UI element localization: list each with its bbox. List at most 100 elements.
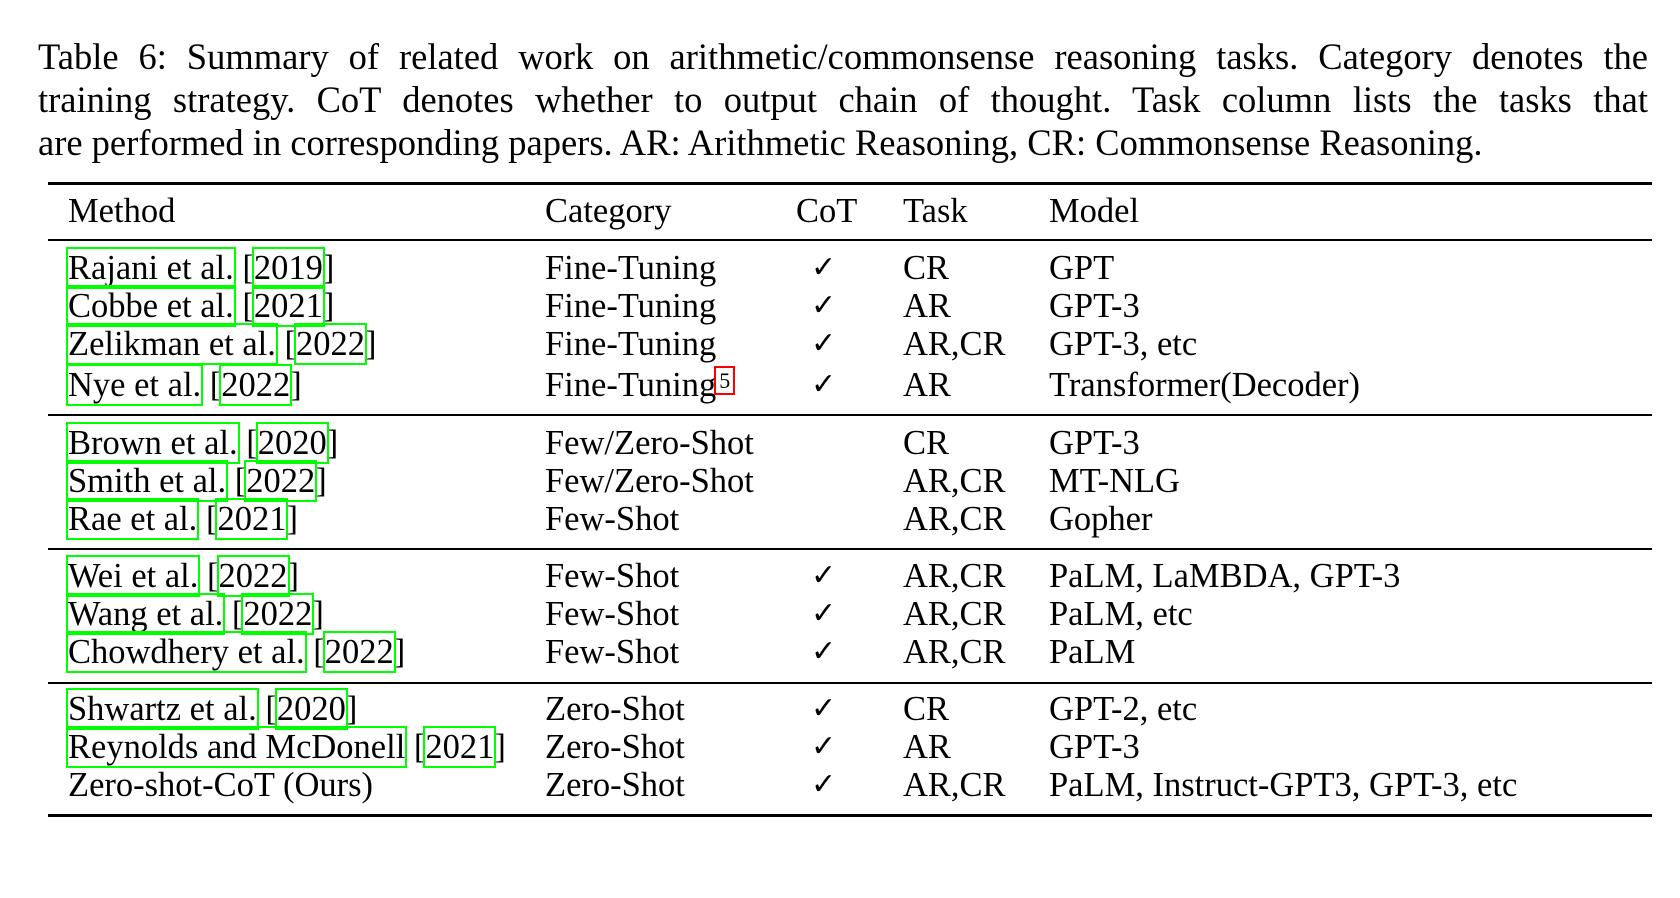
citation-year-link[interactable]: 2019 <box>251 247 325 289</box>
category-text: Zero-Shot <box>545 690 685 728</box>
header-model: Model <box>1049 192 1140 230</box>
method-author[interactable]: Wei et al. <box>65 555 201 597</box>
citation-year-link[interactable]: 2022 <box>294 323 368 365</box>
method-author[interactable]: Cobbe et al. <box>66 285 236 327</box>
method-cell: Rae et al. [2021] <box>65 498 298 540</box>
category-cell: Few-Shot <box>545 499 679 539</box>
model-cell: PaLM, LaMBDA, GPT-3 <box>1049 557 1401 595</box>
method-author: Zero-shot-CoT (Ours) <box>68 766 374 804</box>
model-cell: GPT <box>1049 249 1115 287</box>
cot-check-icon: ✓ <box>811 767 837 802</box>
cot-check-icon: ✓ <box>811 250 837 285</box>
task-cell: AR,CR <box>903 500 1006 538</box>
model-cell: GPT-2, etc <box>1049 690 1198 728</box>
method-author[interactable]: Nye et al. <box>65 364 204 406</box>
task-cell: CR <box>903 690 950 728</box>
caption-line-1: Table 6: Summary of related work on arit… <box>38 36 1648 77</box>
method-author[interactable]: Zelikman et al. <box>66 323 278 365</box>
citation-year-link[interactable]: 2020 <box>255 422 329 464</box>
category-text: Fine-Tuning <box>545 325 717 363</box>
method-cell: Reynolds and McDonell [2021] <box>65 726 506 768</box>
task-cell: AR <box>903 366 951 404</box>
caption-line-2: training strategy. CoT denotes whether t… <box>38 79 1648 120</box>
header-cot: CoT <box>796 192 858 230</box>
category-cell: Fine-Tuning <box>545 286 716 326</box>
category-cell: Fine-Tuning <box>545 248 716 288</box>
header-method: Method <box>68 192 176 230</box>
caption-line-3: are performed in corresponding papers. A… <box>38 122 1483 163</box>
model-cell: GPT-3 <box>1049 424 1140 462</box>
task-cell: AR <box>903 728 951 766</box>
citation-year-link[interactable]: 2022 <box>322 631 396 673</box>
citation-year-link[interactable]: 2021 <box>215 498 289 540</box>
method-cell: Wang et al. [2022] <box>65 593 324 635</box>
task-cell: AR,CR <box>903 766 1006 804</box>
method-author[interactable]: Brown et al. <box>66 422 240 464</box>
method-author[interactable]: Rae et al. <box>65 498 200 540</box>
method-cell: Shwartz et al. [2020] <box>66 688 358 730</box>
category-text: Zero-Shot <box>545 766 685 804</box>
method-cell: Cobbe et al. [2021] <box>66 285 335 327</box>
citation-year-link[interactable]: 2021 <box>423 726 497 768</box>
cot-check-icon: ✓ <box>811 596 837 631</box>
category-cell: Few-Shot <box>545 556 679 596</box>
model-cell: GPT-3 <box>1049 287 1140 325</box>
header-task: Task <box>903 192 968 230</box>
citation-year-link[interactable]: 2020 <box>274 688 348 730</box>
method-author[interactable]: Chowdhery et al. <box>66 631 307 673</box>
cot-check-icon: ✓ <box>811 691 837 726</box>
model-cell: Gopher <box>1049 500 1153 538</box>
citation-year-link[interactable]: 2022 <box>219 364 293 406</box>
task-cell: AR,CR <box>903 557 1006 595</box>
category-cell: Few-Shot <box>545 594 679 634</box>
group-divider-2 <box>48 548 1652 550</box>
citation-year-link[interactable]: 2022 <box>216 555 290 597</box>
method-cell: Nye et al. [2022] <box>65 364 302 406</box>
method-author[interactable]: Reynolds and McDonell <box>65 726 408 768</box>
citation-year-link[interactable]: 2021 <box>251 285 325 327</box>
model-cell: PaLM, etc <box>1049 595 1193 633</box>
table-caption: Table 6: Summary of related work on arit… <box>38 35 1648 164</box>
method-author[interactable]: Smith et al. <box>65 460 229 502</box>
method-author[interactable]: Rajani et al. <box>66 247 236 289</box>
category-text: Few/Zero-Shot <box>545 424 754 462</box>
model-cell: GPT-3 <box>1049 728 1140 766</box>
method-cell: Brown et al. [2020] <box>66 422 339 464</box>
category-cell: Zero-Shot <box>545 727 685 767</box>
citation-year-link[interactable]: 2022 <box>241 593 315 635</box>
category-cell: Zero-Shot <box>545 765 685 805</box>
method-cell: Wei et al. [2022] <box>65 555 299 597</box>
header-category: Category <box>545 192 672 230</box>
category-text: Few-Shot <box>545 633 680 671</box>
method-cell: Zero-shot-CoT (Ours) <box>68 765 373 805</box>
method-author[interactable]: Wang et al. <box>65 593 226 635</box>
task-cell: CR <box>903 249 950 287</box>
method-author[interactable]: Shwartz et al. <box>66 688 259 730</box>
model-cell: PaLM, Instruct-GPT3, GPT-3, etc <box>1049 766 1518 804</box>
model-cell: MT-NLG <box>1049 462 1180 500</box>
footnote-link[interactable]: 5 <box>714 366 736 395</box>
model-cell: GPT-3, etc <box>1049 325 1198 363</box>
task-cell: AR,CR <box>903 325 1006 363</box>
category-cell: Few-Shot <box>545 632 679 672</box>
task-cell: AR,CR <box>903 462 1006 500</box>
category-text: Few/Zero-Shot <box>545 462 754 500</box>
cot-check-icon: ✓ <box>811 558 837 593</box>
category-text: Zero-Shot <box>545 728 685 766</box>
category-text: Fine-Tuning <box>545 366 717 404</box>
task-cell: AR <box>903 287 951 325</box>
model-cell: PaLM <box>1049 633 1136 671</box>
model-cell: Transformer(Decoder) <box>1049 366 1361 404</box>
method-cell: Smith et al. [2022] <box>65 460 327 502</box>
method-cell: Chowdhery et al. [2022] <box>66 631 406 673</box>
method-cell: Rajani et al. [2019] <box>66 247 335 289</box>
table-top-rule <box>48 182 1652 185</box>
category-text: Fine-Tuning <box>545 287 717 325</box>
task-cell: CR <box>903 424 950 462</box>
header-rule <box>48 239 1652 241</box>
cot-check-icon: ✓ <box>811 729 837 764</box>
cot-check-icon: ✓ <box>811 326 837 361</box>
category-text: Few-Shot <box>545 557 680 595</box>
citation-year-link[interactable]: 2022 <box>244 460 318 502</box>
